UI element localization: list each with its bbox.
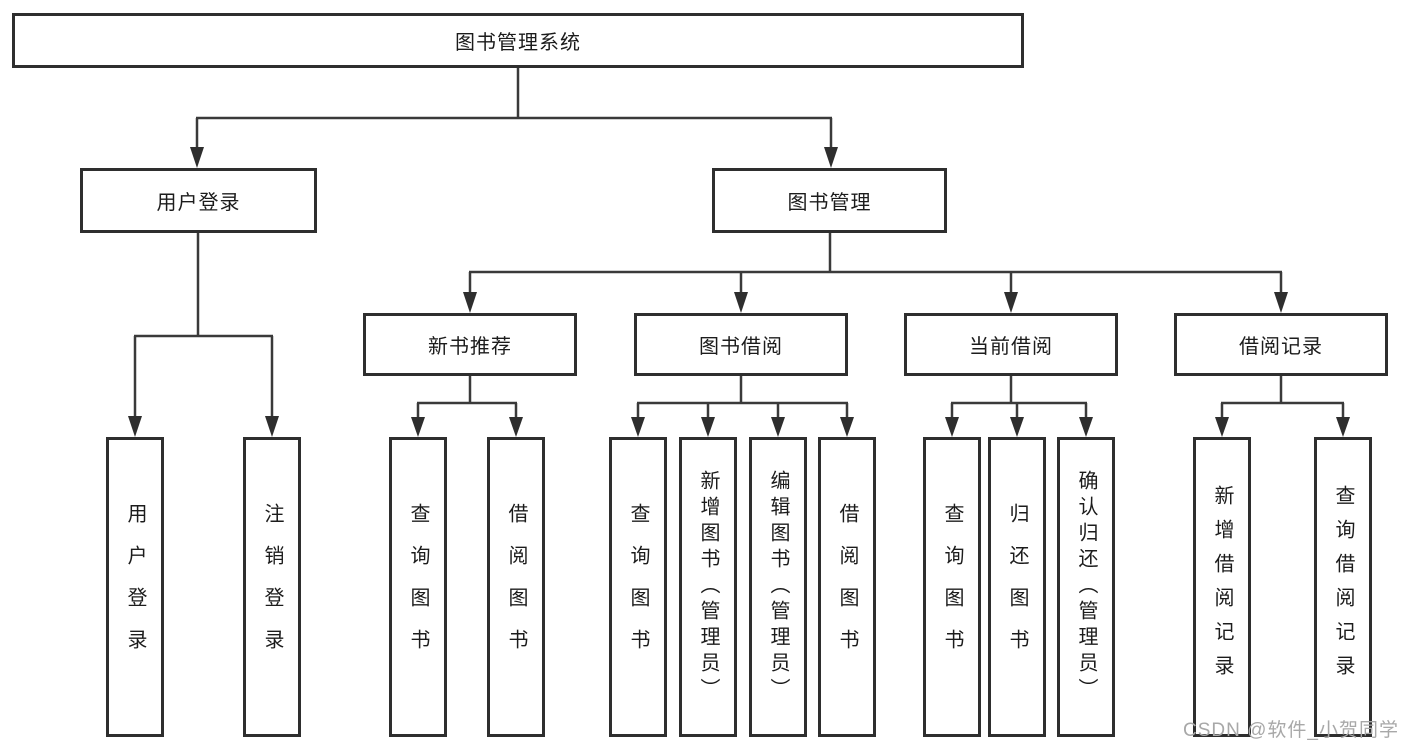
leaf-confirm-return-admin: 确认归还（管理员） bbox=[1057, 437, 1115, 737]
leaf-label: 查询图书 bbox=[407, 503, 429, 671]
leaf-add-borrow-record: 新增借阅记录 bbox=[1193, 437, 1251, 737]
node-root: 图书管理系统 bbox=[12, 13, 1024, 68]
node-book-borrowing: 图书借阅 bbox=[634, 313, 848, 376]
leaf-label: 借阅图书 bbox=[505, 503, 527, 671]
leaf-query-books: 查询图书 bbox=[389, 437, 447, 737]
node-current-borrowing-label: 当前借阅 bbox=[969, 336, 1053, 358]
node-borrow-records-label: 借阅记录 bbox=[1239, 336, 1323, 358]
node-user-login-label: 用户登录 bbox=[156, 192, 241, 214]
node-user-login: 用户登录 bbox=[80, 168, 317, 233]
leaf-label: 新增图书（管理员） bbox=[697, 470, 719, 704]
node-borrow-records: 借阅记录 bbox=[1174, 313, 1388, 376]
node-root-label: 图书管理系统 bbox=[455, 32, 581, 54]
leaf-label: 查询图书 bbox=[627, 503, 649, 671]
leaf-label: 查询借阅记录 bbox=[1332, 485, 1354, 689]
node-book-management-label: 图书管理 bbox=[787, 192, 872, 214]
leaf-borrow-books: 借阅图书 bbox=[818, 437, 876, 737]
leaf-query-books: 查询图书 bbox=[923, 437, 981, 737]
leaf-label: 注销登录 bbox=[261, 503, 283, 671]
leaf-query-books: 查询图书 bbox=[609, 437, 667, 737]
leaf-label: 确认归还（管理员） bbox=[1075, 470, 1097, 704]
leaf-label: 查询图书 bbox=[941, 503, 963, 671]
node-book-borrowing-label: 图书借阅 bbox=[699, 336, 783, 358]
watermark: CSDN @软件_小贺同学 bbox=[1183, 720, 1399, 741]
node-new-book-recommend-label: 新书推荐 bbox=[428, 336, 512, 358]
leaf-borrow-books: 借阅图书 bbox=[487, 437, 545, 737]
node-new-book-recommend: 新书推荐 bbox=[363, 313, 577, 376]
leaf-logout: 注销登录 bbox=[243, 437, 301, 737]
leaf-label: 用户登录 bbox=[124, 503, 146, 671]
leaf-query-borrow-record: 查询借阅记录 bbox=[1314, 437, 1372, 737]
leaf-add-books-admin: 新增图书（管理员） bbox=[679, 437, 737, 737]
leaf-return-books: 归还图书 bbox=[988, 437, 1046, 737]
leaf-label: 编辑图书（管理员） bbox=[767, 470, 789, 704]
leaf-edit-books-admin: 编辑图书（管理员） bbox=[749, 437, 807, 737]
leaf-label: 新增借阅记录 bbox=[1211, 485, 1233, 689]
leaf-user-login: 用户登录 bbox=[106, 437, 164, 737]
node-current-borrowing: 当前借阅 bbox=[904, 313, 1118, 376]
node-book-management: 图书管理 bbox=[712, 168, 947, 233]
leaf-label: 借阅图书 bbox=[836, 503, 858, 671]
leaf-label: 归还图书 bbox=[1006, 503, 1028, 671]
